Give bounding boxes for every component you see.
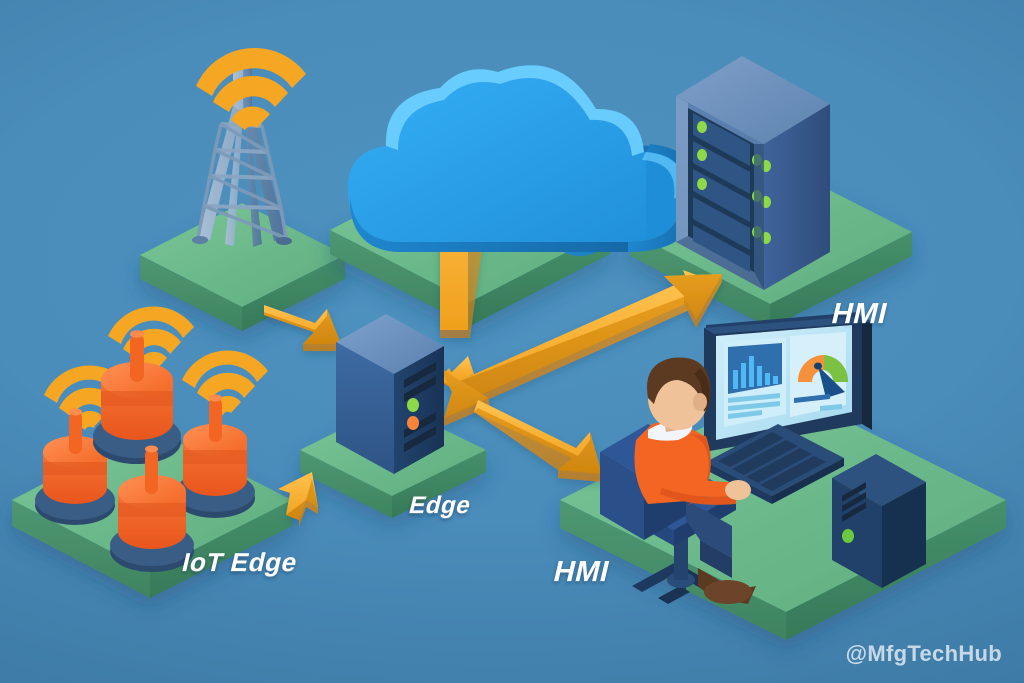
wifi-icon-sensor-3 <box>182 350 268 415</box>
keyboard <box>706 424 844 504</box>
cloud <box>347 65 701 256</box>
server-slots <box>693 113 750 272</box>
operator-person <box>600 357 756 604</box>
production-bar-chart <box>733 356 778 389</box>
gateway-led-green <box>407 398 419 412</box>
iot-sensor-array <box>35 306 268 572</box>
iot-sensor <box>110 445 194 572</box>
label-hmi-workstation: HMI <box>550 556 613 588</box>
gateway-led-orange <box>407 416 419 430</box>
arrow-tower-to-edge <box>264 305 341 351</box>
iot-sensor <box>175 394 255 518</box>
oee-gauge <box>797 355 849 398</box>
watermark: @MfgTechHub <box>845 641 1002 666</box>
arrow-iot-to-edge <box>278 472 318 527</box>
edge-gateway <box>336 314 444 474</box>
label-hmi-server: HMI <box>828 298 891 330</box>
arrow-edge-to-server-bidirectional <box>438 270 722 426</box>
label-edge: Edge <box>406 492 474 519</box>
iot-sensor <box>93 330 181 464</box>
pc-power-led <box>842 529 854 543</box>
gauge-panel-rows <box>794 394 842 411</box>
radio-tower <box>192 66 292 247</box>
gateway-vents <box>404 362 436 452</box>
arrow-edge-to-hmi <box>474 400 602 482</box>
wifi-icon-sensor-2 <box>108 306 194 371</box>
pc-tower <box>832 454 926 588</box>
dashboard-text-rows <box>728 393 780 419</box>
server-rack <box>676 56 830 290</box>
label-iot-edge: IoT Edge <box>179 548 301 577</box>
wifi-icon-tower <box>196 47 306 130</box>
iot-sensor <box>35 408 115 525</box>
hmi-dashboard <box>724 332 849 427</box>
